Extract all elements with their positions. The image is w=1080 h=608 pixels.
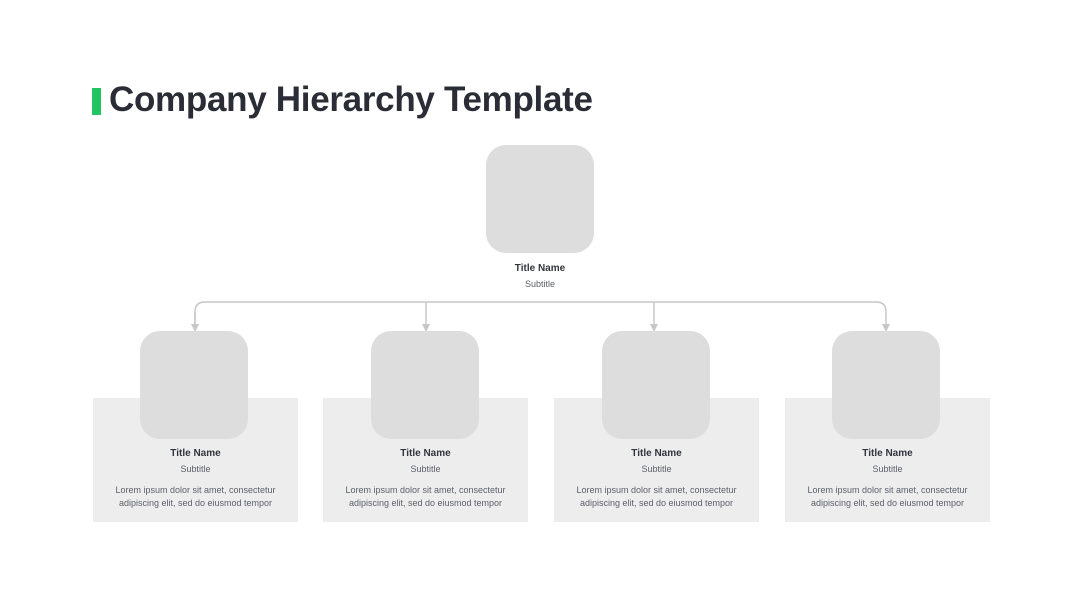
child-node-title: Title Name <box>170 448 221 459</box>
connector-horizontal <box>194 301 890 332</box>
child-node-description: Lorem ipsum dolor sit amet, consectetur … <box>576 485 737 508</box>
child-node-subtitle: Subtitle <box>180 464 211 474</box>
child-node-title: Title Name <box>862 448 913 459</box>
top-node-photo-placeholder <box>486 145 594 253</box>
child-node-photo-placeholder-1 <box>140 331 248 439</box>
child-node-photo-placeholder-4 <box>832 331 940 439</box>
title-accent-bar <box>92 88 101 115</box>
child-node-title: Title Name <box>631 448 682 459</box>
top-node-subtitle: Subtitle <box>524 279 556 289</box>
page-title: Company Hierarchy Template <box>109 80 593 119</box>
top-node-title: Title Name <box>514 263 566 274</box>
child-node-description: Lorem ipsum dolor sit amet, consectetur … <box>115 485 276 508</box>
child-node-photo-placeholder-2 <box>371 331 479 439</box>
child-node-photo-placeholder-3 <box>602 331 710 439</box>
child-node-description: Lorem ipsum dolor sit amet, consectetur … <box>345 485 506 508</box>
child-node-description: Lorem ipsum dolor sit amet, consectetur … <box>807 485 968 508</box>
child-node-subtitle: Subtitle <box>872 464 903 474</box>
child-node-title: Title Name <box>400 448 451 459</box>
child-node-subtitle: Subtitle <box>410 464 441 474</box>
child-node-subtitle: Subtitle <box>641 464 672 474</box>
